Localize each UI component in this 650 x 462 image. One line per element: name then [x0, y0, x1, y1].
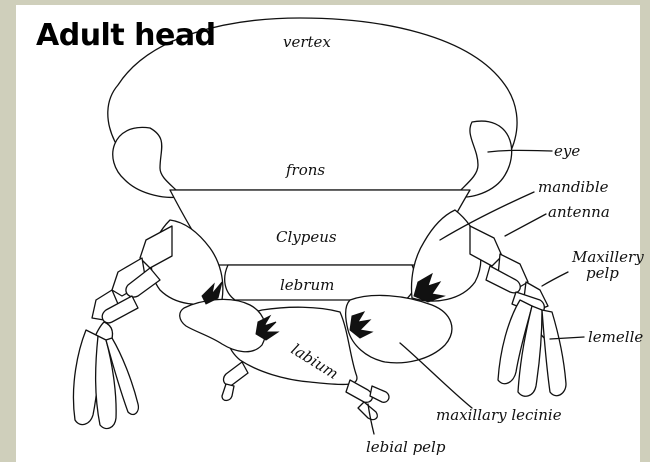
- left-maxilla: [180, 299, 266, 351]
- right-lamella: [498, 300, 566, 396]
- label-eye: eye: [554, 142, 580, 160]
- diagram-title: Adult head: [36, 18, 216, 53]
- label-frons: frons: [285, 161, 325, 179]
- label-maxillary-lacinia: maxillary lecinie: [436, 406, 562, 424]
- label-vertex: vertex: [283, 33, 331, 51]
- label-antenna: antenna: [548, 203, 610, 221]
- label-mandible: mandible: [538, 178, 609, 196]
- label-maxillary-palp-2: pelp: [586, 264, 619, 282]
- label-clypeus: Clypeus: [276, 228, 337, 246]
- label-labrum: lebrum: [280, 276, 334, 294]
- right-antenna: [470, 226, 548, 310]
- label-labial-palp: lebial pelp: [366, 438, 446, 456]
- left-labial-palp: [222, 362, 248, 401]
- left-lamella: [73, 330, 138, 429]
- label-lamella: lemelle: [588, 328, 643, 346]
- right-labial-palp: [346, 380, 389, 420]
